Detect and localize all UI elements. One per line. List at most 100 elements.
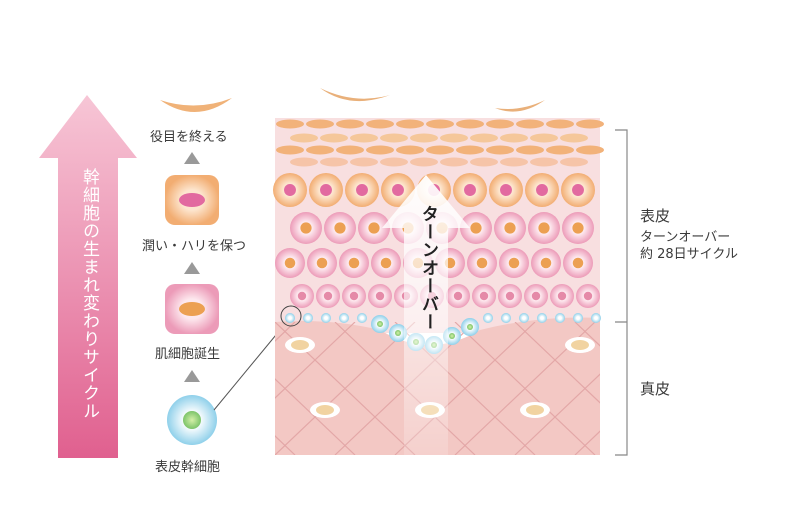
fibroblast-nucleus (291, 340, 309, 350)
stem-nucleus (395, 330, 401, 336)
dermis-fiber (275, 322, 416, 455)
flat-cell (336, 119, 364, 129)
flat-cell (560, 133, 588, 143)
cell-nucleus (297, 291, 307, 301)
basal-stem-cell (519, 313, 529, 323)
dermis-fiber (574, 322, 600, 347)
cell-nucleus (375, 291, 385, 301)
arrow-up-icon (184, 370, 200, 382)
flat-cell (456, 145, 484, 155)
flat-cell (350, 133, 378, 143)
cell-nucleus (348, 257, 360, 269)
basal-stem-cell (303, 313, 313, 323)
flat-cell (336, 145, 364, 155)
cell-nucleus (300, 222, 312, 234)
dermis-fiber (695, 322, 800, 455)
flat-cell (320, 157, 348, 167)
basal-stem-cell (339, 313, 349, 323)
arrow-up-icon (184, 152, 200, 164)
flat-cell (530, 157, 558, 167)
fibroblast-nucleus (316, 405, 334, 415)
dermis-fiber (0, 322, 55, 455)
cell-nucleus (470, 222, 482, 234)
cell-nucleus (349, 291, 359, 301)
cell-nucleus (540, 257, 552, 269)
stage-moisture-label: 潤い・ハリを保つ (142, 239, 247, 254)
dermis-title: 真皮 (640, 380, 671, 398)
flat-cell (486, 119, 514, 129)
cell-nucleus (536, 184, 548, 196)
cell-nucleus (583, 291, 593, 301)
flat-cell (366, 119, 394, 129)
cell-nucleus (316, 257, 328, 269)
cell-nucleus (557, 291, 567, 301)
epidermis-turnover: ターンオーバー (640, 230, 731, 245)
flat-cell (560, 157, 588, 167)
flat-cell (530, 133, 558, 143)
flat-cell (426, 145, 454, 155)
flake-icon (320, 88, 390, 102)
turnover-arrow (382, 175, 470, 455)
dermis-fiber (755, 322, 800, 455)
cell-nucleus (368, 222, 380, 234)
cell-nucleus (380, 257, 392, 269)
flake-icon (160, 98, 232, 113)
flat-cell (396, 145, 424, 155)
epidermis-cycle: 約 28日サイクル (640, 247, 739, 262)
flat-cell (380, 157, 408, 167)
basal-stem-cell (285, 313, 295, 323)
dermis-fiber (574, 430, 600, 455)
flat-cell (576, 145, 604, 155)
flat-cell (290, 133, 318, 143)
flat-cell (440, 157, 468, 167)
stage-birth-label: 肌細胞誕生 (155, 347, 221, 362)
cell-nucleus (284, 257, 296, 269)
cell-nucleus (508, 257, 520, 269)
flat-cell (426, 119, 454, 129)
flat-cell (470, 133, 498, 143)
cell-nucleus (392, 184, 404, 196)
basal-stem-cell (483, 313, 493, 323)
basal-stem-cell (537, 313, 547, 323)
flat-cell (546, 145, 574, 155)
basal-stem-cell (591, 313, 601, 323)
cell-nucleus (531, 291, 541, 301)
flat-cell (276, 145, 304, 155)
layer-bracket (615, 129, 628, 456)
flat-cell (516, 119, 544, 129)
flat-cell (320, 133, 348, 143)
flat-cell (350, 157, 378, 167)
flat-cell (276, 119, 304, 129)
cell-nucleus (464, 184, 476, 196)
cycle-arrow-label: 幹細胞の生まれ変わりサイクル (79, 168, 99, 420)
cell-nucleus (538, 222, 550, 234)
cell-nucleus (500, 184, 512, 196)
flat-cell (500, 133, 528, 143)
dermis-fiber (514, 373, 600, 455)
cell-nucleus (323, 291, 333, 301)
dermis-fiber (695, 322, 800, 455)
flat-cell (440, 133, 468, 143)
flat-cell (546, 119, 574, 129)
flat-cell (366, 145, 394, 155)
flat-cell (470, 157, 498, 167)
arrow-up-icon (184, 262, 200, 274)
basal-stem-cell (321, 313, 331, 323)
stage-end-label: 役目を終える (150, 130, 228, 145)
flat-cell (410, 133, 438, 143)
cell-nucleus (572, 222, 584, 234)
basal-stem-cell (501, 313, 511, 323)
turnover-label: ターンオーバー (418, 205, 438, 331)
cell-nucleus (284, 184, 296, 196)
fibroblast-nucleus (571, 340, 589, 350)
cell-nucleus (476, 257, 488, 269)
dermis-fiber (0, 322, 55, 455)
connector-line (213, 323, 286, 411)
stage-stem-label: 表皮幹細胞 (155, 460, 221, 475)
cell-nucleus (505, 291, 515, 301)
stem-nucleus (467, 324, 473, 330)
flat-cell (486, 145, 514, 155)
basal-stem-cell (573, 313, 583, 323)
basal-stem-cell (555, 313, 565, 323)
